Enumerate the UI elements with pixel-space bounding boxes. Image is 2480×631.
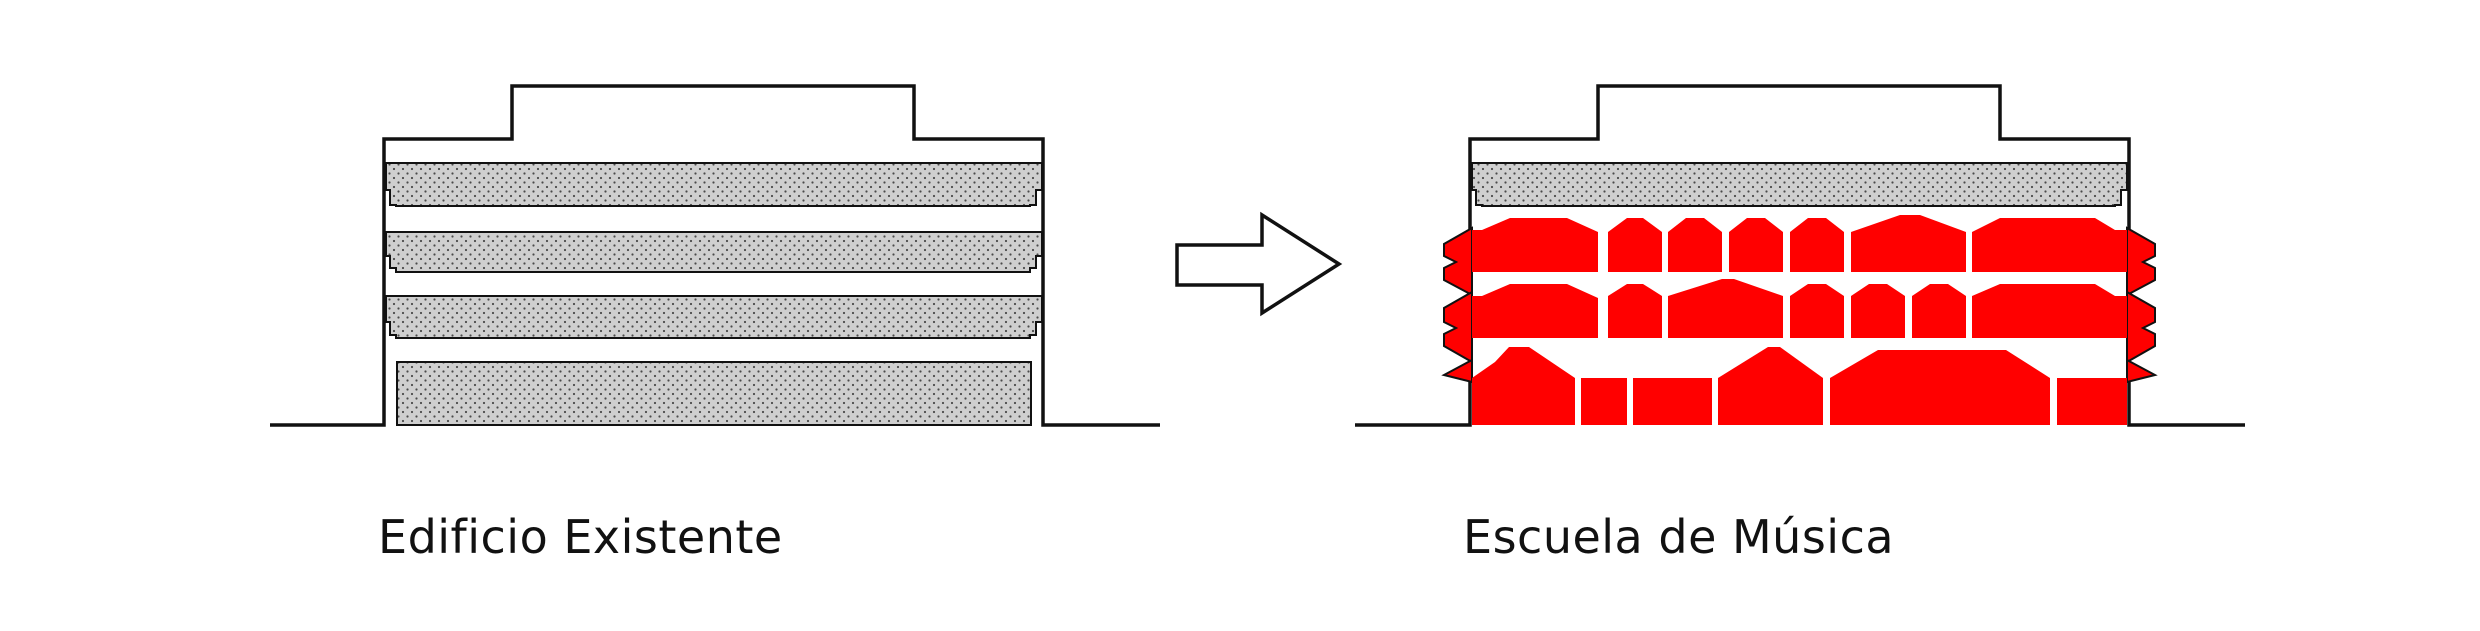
middle-music-rooms: [1472, 279, 2127, 338]
upper-rehearsal-room: [1851, 215, 1966, 272]
middle-practice-room-2: [1790, 284, 1844, 338]
ground-music-rooms: [1472, 347, 2127, 425]
upper-practice-room-3: [1729, 218, 1783, 272]
ground-room-1: [1581, 378, 1627, 425]
middle-practice-room-1: [1608, 284, 1662, 338]
existing-floor-slab-1: [385, 162, 1043, 207]
right-arrow-icon: [1175, 211, 1343, 317]
middle-practice-room-4: [1912, 284, 1966, 338]
caption-existing-building: Edificio Existente: [378, 510, 783, 564]
facade-brackets-right: [2126, 226, 2158, 384]
upper-practice-room-4: [1790, 218, 1844, 272]
ground-room-2: [1633, 378, 1712, 425]
existing-ground-floor-block: [396, 361, 1032, 426]
ground-line-left: [270, 84, 1160, 427]
upper-practice-room-2: [1668, 218, 1722, 272]
music-school-section: [1355, 84, 2245, 427]
upper-hall-left: [1472, 218, 1598, 272]
caption-music-school: Escuela de Música: [1463, 510, 1895, 564]
upper-practice-room-1: [1608, 218, 1662, 272]
ground-hall-left: [1472, 347, 1575, 425]
ground-rehearsal-room: [1718, 347, 1823, 425]
retained-floor-slab: [1471, 162, 2128, 207]
middle-hall-left: [1472, 284, 1598, 338]
middle-hall-right: [1972, 284, 2127, 338]
middle-practice-room-3: [1851, 284, 1905, 338]
existing-floor-slab-2: [385, 231, 1043, 273]
ground-room-3: [2057, 378, 2127, 425]
existing-building-section: [270, 84, 1160, 427]
facade-brackets-left: [1441, 226, 1473, 384]
middle-rehearsal-room: [1668, 279, 1783, 338]
upper-hall-right: [1972, 218, 2127, 272]
upper-music-rooms: [1472, 215, 2127, 272]
ground-concert-hall: [1830, 350, 2050, 425]
existing-floor-slab-3: [385, 295, 1043, 339]
